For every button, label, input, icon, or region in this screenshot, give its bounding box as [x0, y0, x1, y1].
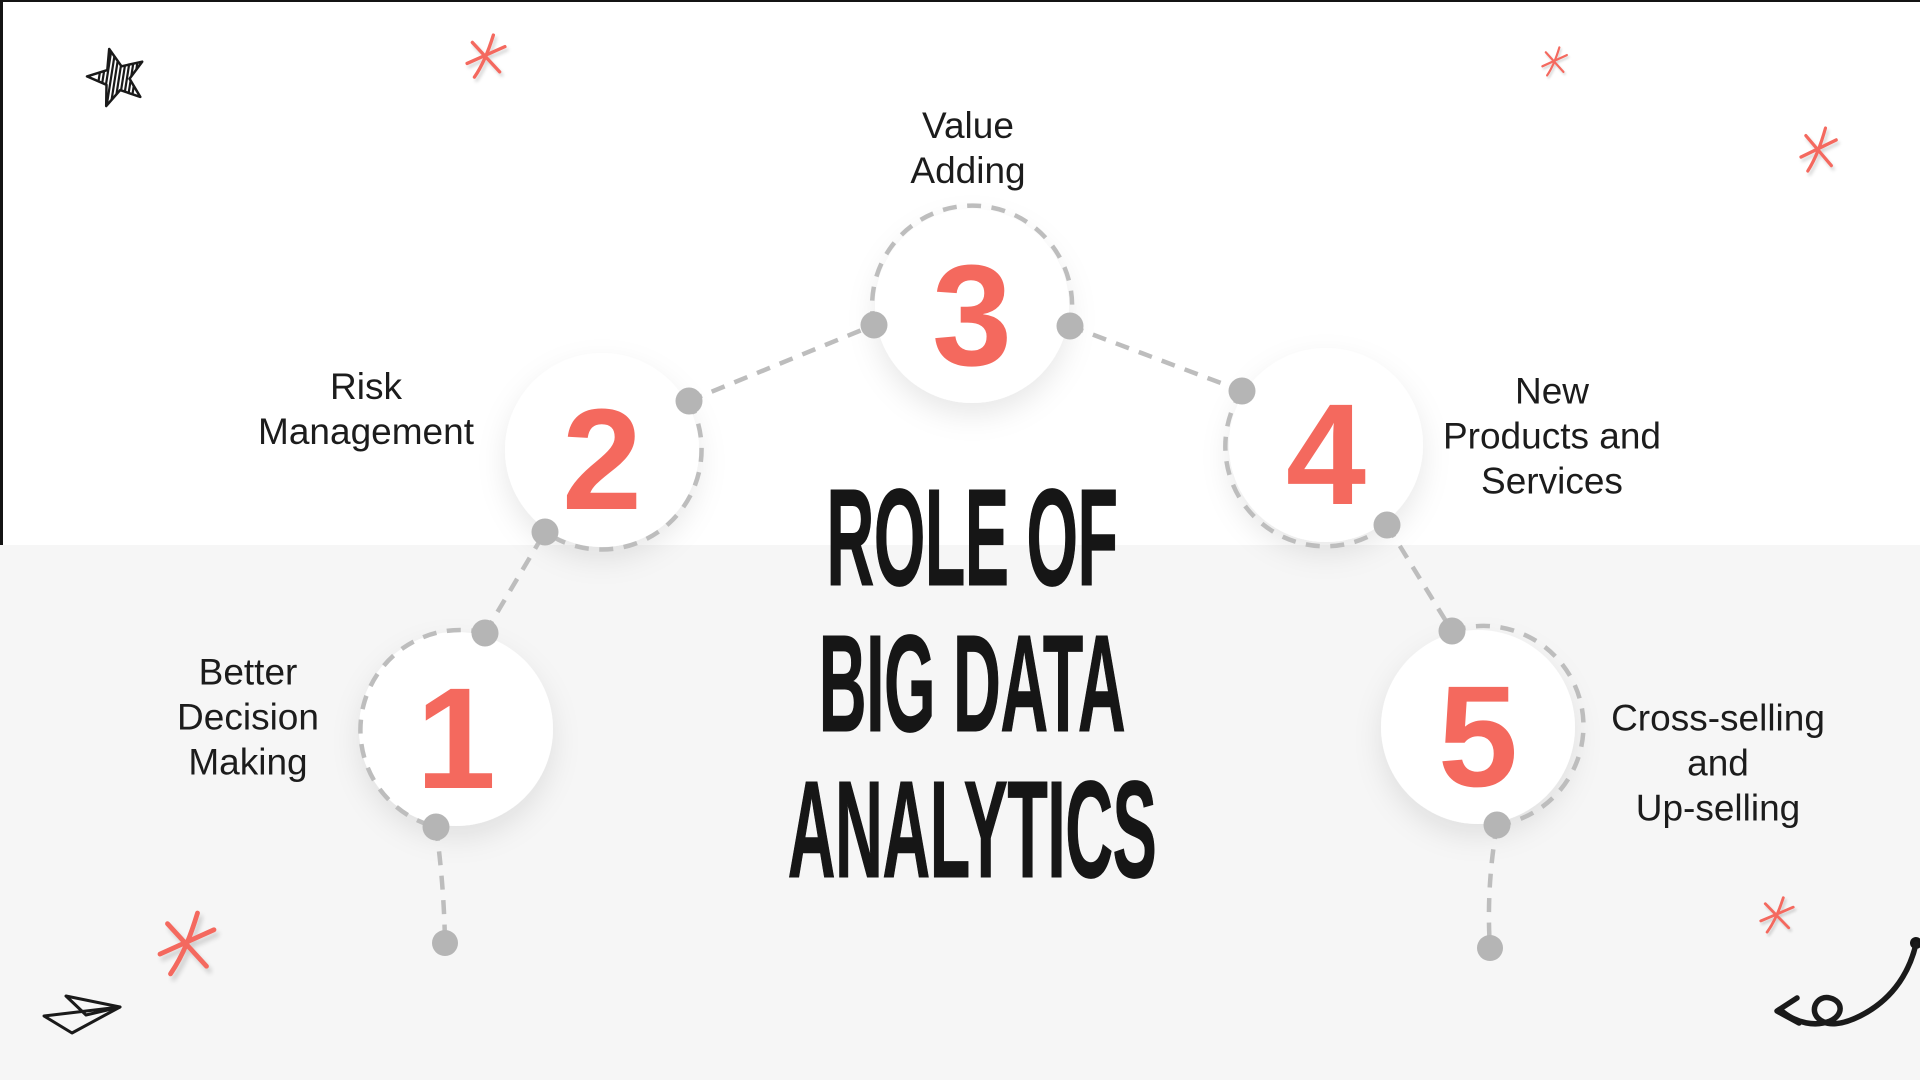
sparkle-asterisk-icon	[1799, 126, 1838, 173]
sparkle-asterisk-icon	[465, 33, 507, 79]
title-line-1: ROLE OF	[826, 461, 1118, 615]
node-circle-4	[1229, 348, 1423, 542]
title-line-2: BIG DATA	[818, 607, 1126, 761]
label-line: Value	[922, 105, 1014, 146]
step-label-5: Cross-selling and Up-selling	[1611, 696, 1825, 831]
connector-dot	[531, 518, 559, 546]
lower-background-band	[0, 545, 1920, 1080]
step-number-1: 1	[415, 658, 497, 819]
label-line: Better	[198, 651, 298, 693]
main-title: ROLE OF BIG DATA ANALYTICS	[422, 461, 1522, 907]
node-arc-3	[869, 203, 1075, 327]
label-line: Services	[1481, 460, 1623, 502]
connector-3-4	[1069, 323, 1243, 394]
connector-dot	[675, 387, 703, 415]
step-number-5: 5	[1437, 656, 1519, 817]
step-label-4: New Products and Services	[1443, 369, 1661, 504]
node-circle-3	[875, 209, 1069, 403]
node-circles	[359, 209, 1575, 826]
label-line: Up-selling	[1635, 787, 1801, 829]
connector-dot	[1373, 511, 1401, 539]
step-label-1: Better Decision Making	[177, 650, 319, 785]
connector-dot	[471, 619, 499, 647]
tail-end-dot	[432, 930, 458, 956]
connector-dot	[860, 311, 888, 339]
tail-end-dot	[1477, 935, 1503, 961]
label-line: Risk	[330, 366, 402, 407]
node-arc-2	[543, 399, 704, 552]
node-circle-5	[1381, 630, 1575, 824]
label-line: New	[1514, 370, 1590, 412]
label-line: Management	[258, 411, 474, 452]
step-label-3: Value Adding	[910, 103, 1025, 193]
label-line: Adding	[910, 150, 1026, 191]
node-arc-5	[1451, 623, 1586, 828]
node-circle-2	[505, 353, 699, 547]
curl-arrow-icon	[1774, 937, 1920, 1027]
connector-2-3	[688, 322, 875, 404]
scribble-star-icon	[85, 47, 144, 108]
tail-below-5	[1486, 824, 1500, 949]
connector-dot	[422, 813, 450, 841]
step-number-3: 3	[931, 235, 1013, 396]
sparkle-asterisk-icon	[160, 913, 214, 974]
connector-dots	[422, 311, 1511, 961]
title-line-3: ANALYTICS	[787, 753, 1157, 907]
connector-4-5	[1385, 523, 1454, 633]
label-line: Decision	[177, 696, 319, 738]
node-dashed-arcs	[358, 203, 1586, 830]
connector-dot	[1228, 377, 1256, 405]
left-edge-line	[0, 0, 3, 545]
node-circle-1	[359, 632, 553, 826]
step-number-2: 2	[561, 379, 643, 540]
label-line: Making	[188, 741, 308, 783]
sparkle-asterisk-icon	[1541, 46, 1568, 77]
label-line: Products and	[1442, 415, 1662, 457]
connector-dot	[1056, 312, 1084, 340]
paper-plane-icon	[42, 994, 122, 1035]
label-line: Cross-selling	[1611, 697, 1825, 739]
top-edge-line	[0, 0, 1920, 2]
step-label-2: Risk Management	[258, 364, 474, 454]
label-line: and	[1687, 742, 1749, 784]
connector-dot	[1483, 811, 1511, 839]
node-arc-1	[358, 627, 486, 830]
step-number-4: 4	[1285, 374, 1367, 535]
sparkle-asterisk-icon	[1759, 896, 1795, 934]
connector-1-2	[483, 530, 547, 635]
connector-dot	[1438, 617, 1466, 645]
